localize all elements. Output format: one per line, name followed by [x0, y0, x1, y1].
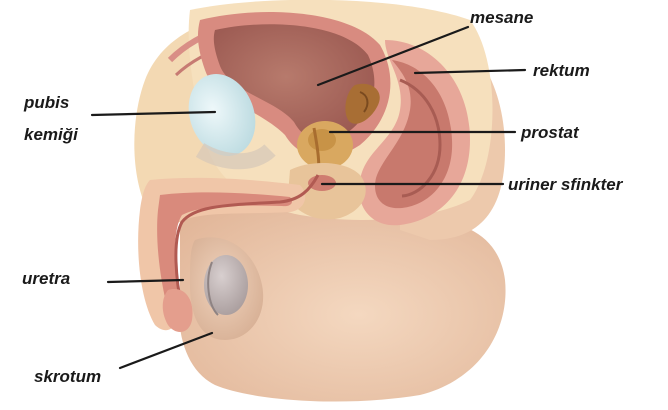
label-uriner-sfinkter: uriner sfinkter	[508, 175, 624, 194]
label-mesane: mesane	[470, 8, 533, 27]
label-rektum: rektum	[533, 61, 590, 80]
label-kemigi: kemiği	[24, 125, 79, 144]
label-uretra: uretra	[22, 269, 70, 288]
label-pubis: pubis	[23, 93, 69, 112]
label-prostat: prostat	[520, 123, 580, 142]
label-skrotum: skrotum	[34, 367, 101, 386]
